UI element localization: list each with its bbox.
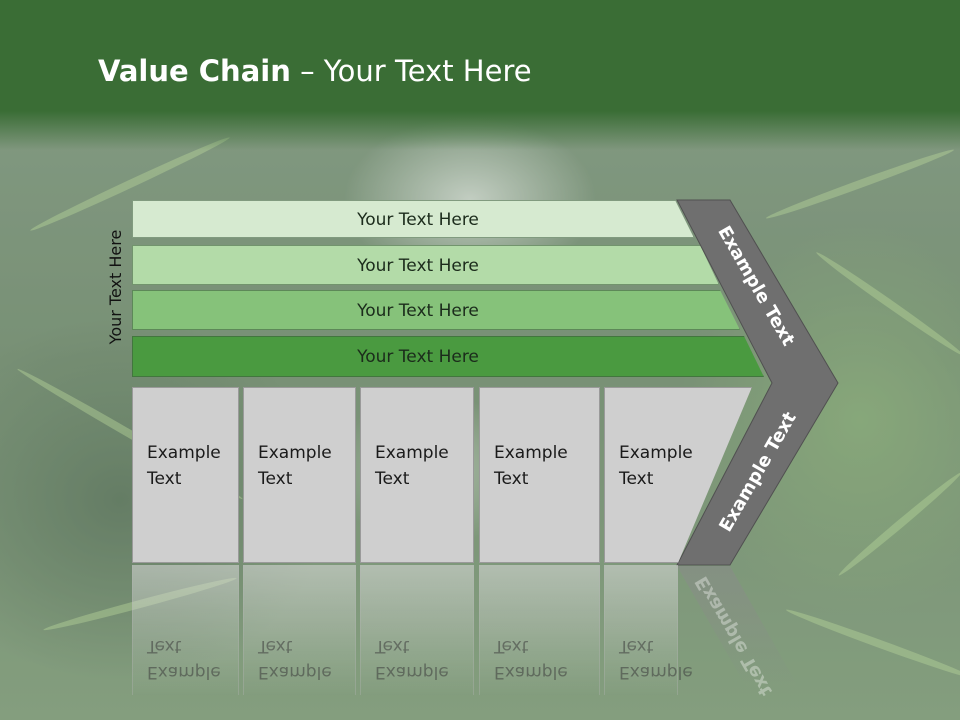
cell-line-2: Text — [494, 469, 529, 489]
title-bold: Value Chain — [98, 54, 291, 88]
chain-row-4: Your Text Here — [132, 336, 764, 377]
cell-line-2: Text — [147, 469, 182, 489]
cell-line-1: Example — [494, 443, 568, 463]
chain-row-label: Your Text Here — [357, 347, 479, 367]
chain-row-2: Your Text Here — [132, 245, 719, 285]
cell-line-1: Example — [258, 443, 332, 463]
chain-row-label: Your Text Here — [357, 301, 479, 321]
cell-line-1: Example — [147, 443, 221, 463]
chevron-shape — [676, 199, 839, 566]
chain-row-label: Your Text Here — [357, 256, 479, 276]
chain-row-label: Your Text Here — [357, 210, 479, 230]
cell-line-1: Example — [375, 443, 449, 463]
chain-row-1: Your Text Here — [132, 200, 694, 238]
cell-line-2: Text — [619, 469, 654, 489]
cell-line-1: Example — [619, 443, 693, 463]
cell-line-2: Text — [375, 469, 410, 489]
title-band — [0, 0, 960, 150]
cell-line-2: Text — [258, 469, 293, 489]
title-rest: – Your Text Here — [290, 54, 532, 88]
chevron-reflection — [677, 566, 800, 690]
chain-row-3: Your Text Here — [132, 290, 740, 330]
slide-title: Value Chain – Your Text Here — [98, 54, 532, 88]
